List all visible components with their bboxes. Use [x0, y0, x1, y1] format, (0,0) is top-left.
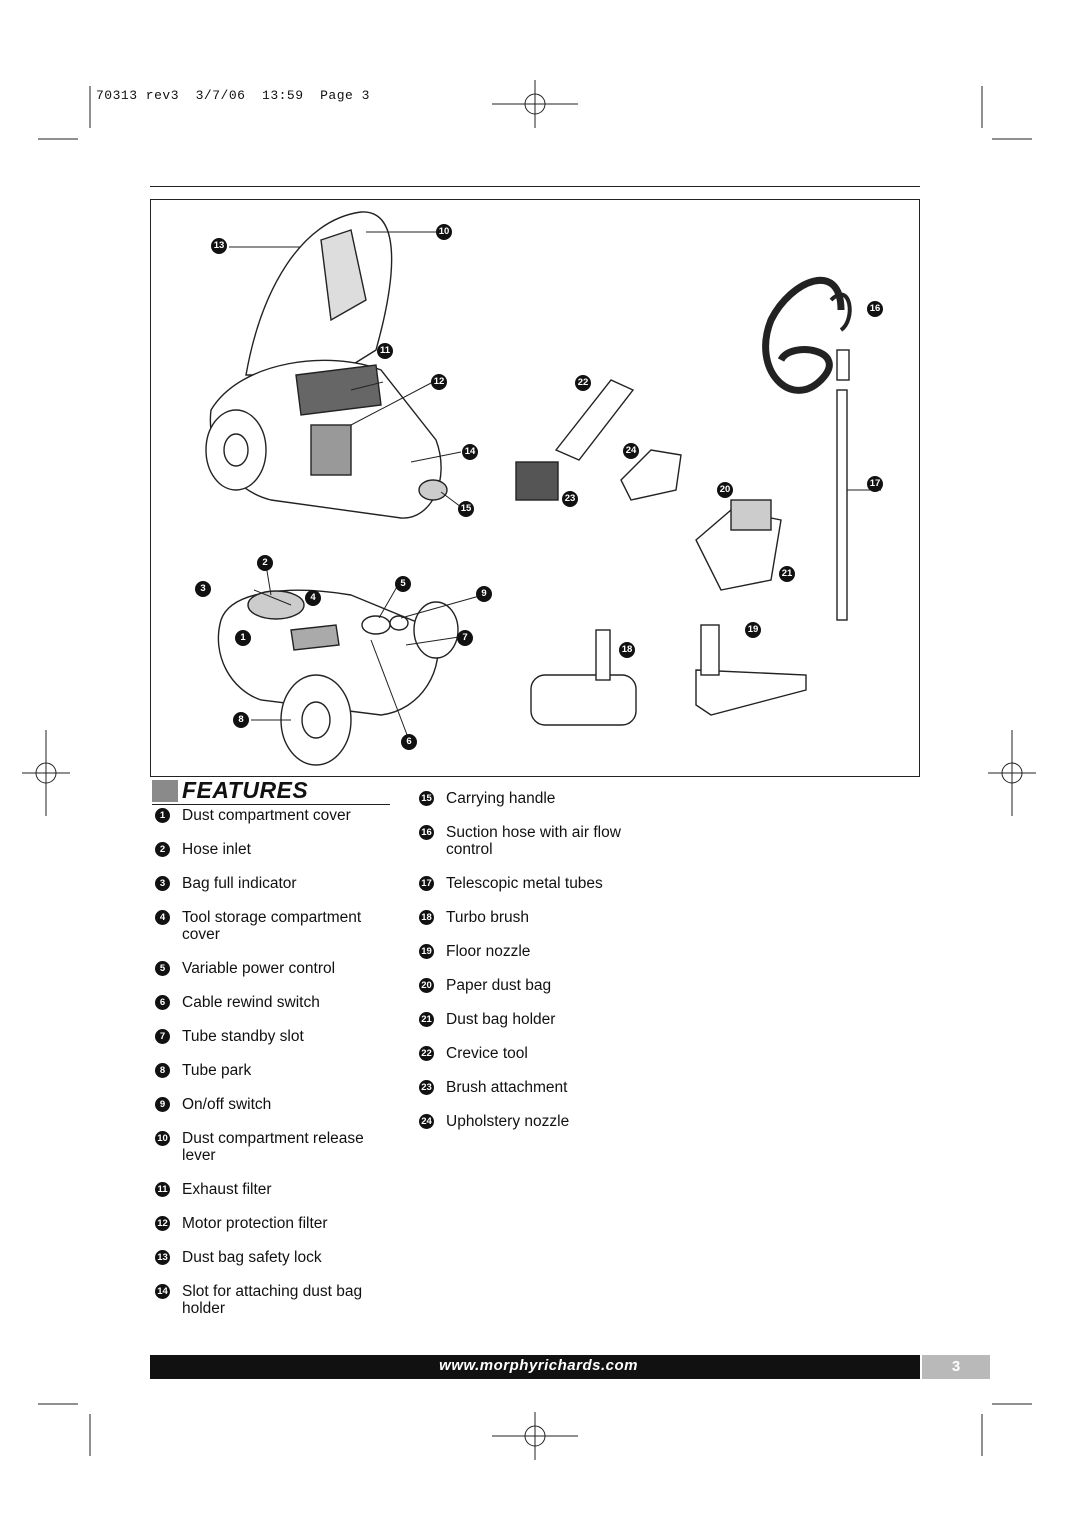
telescopic-tube-shape: [836, 389, 848, 621]
footer-url[interactable]: www.morphyrichards.com: [439, 1357, 638, 1374]
feature-label: Tube standby slot: [182, 1028, 304, 1045]
page-number-box: 3: [922, 1355, 990, 1379]
diagram-callout-11: 11: [377, 343, 393, 359]
diagram-callout-2: 2: [257, 555, 273, 571]
diagram-callout-23: 23: [562, 491, 578, 507]
feature-label: Variable power control: [182, 960, 336, 977]
feature-number: 24: [419, 1114, 434, 1129]
feature-number: 18: [419, 910, 434, 925]
feature-label: Telescopic metal tubes: [446, 875, 603, 892]
feature-number: 7: [155, 1029, 170, 1044]
diagram-callout-22: 22: [575, 375, 591, 391]
diagram-callout-24: 24: [623, 443, 639, 459]
feature-number: 22: [419, 1046, 434, 1061]
feature-label: Hose inlet: [182, 841, 251, 858]
feature-label: On/off switch: [182, 1096, 272, 1113]
feature-number: 6: [155, 995, 170, 1010]
upholstery-nozzle-shape: [620, 449, 682, 501]
diagram-callout-4: 4: [305, 590, 321, 606]
feature-number: 15: [419, 791, 434, 806]
feature-label: Crevice tool: [446, 1045, 528, 1062]
diagram-callout-19: 19: [745, 622, 761, 638]
diagram-callout-6: 6: [401, 734, 417, 750]
diagram-callout-18: 18: [619, 642, 635, 658]
feature-number: 1: [155, 808, 170, 823]
feature-label: Upholstery nozzle: [446, 1113, 570, 1130]
feature-number: 9: [155, 1097, 170, 1112]
diagram-callout-14: 14: [462, 444, 478, 460]
hose-coil-shape: [762, 277, 845, 394]
feature-number: 16: [419, 825, 434, 840]
feature-number: 17: [419, 876, 434, 891]
feature-label: Carrying handle: [446, 790, 556, 807]
diagram-callout-20: 20: [717, 482, 733, 498]
top-rule: [150, 186, 920, 187]
diagram-callout-1: 1: [235, 630, 251, 646]
feature-label: Slot for attaching dust bag holder: [182, 1283, 363, 1317]
feature-number: 10: [155, 1131, 170, 1146]
brush-attachment-shape: [515, 461, 559, 501]
diagram-callout-9: 9: [476, 586, 492, 602]
footer-bar: www.morphyrichards.com: [150, 1355, 920, 1379]
features-heading: FEATURES: [152, 777, 390, 805]
feature-label: Bag full indicator: [182, 875, 297, 892]
product-diagram: 13 10 11 12 14 15 22 24 23 16 17 20 21 1…: [150, 199, 920, 777]
turbo-brush-shape: [530, 674, 637, 726]
feature-number: 21: [419, 1012, 434, 1027]
diagram-callout-17: 17: [867, 476, 883, 492]
diagram-callout-5: 5: [395, 576, 411, 592]
feature-label: Dust compartment cover: [182, 807, 351, 824]
feature-label: Brush attachment: [446, 1079, 568, 1096]
diagram-callout-15: 15: [458, 501, 474, 517]
diagram-callout-13: 13: [211, 238, 227, 254]
diagram-callout-12: 12: [431, 374, 447, 390]
feature-label: Motor protection filter: [182, 1215, 328, 1232]
feature-label: Suction hose with air flow control: [446, 824, 621, 858]
feature-label: Tool storage compartment cover: [182, 909, 362, 943]
feature-label: Dust bag holder: [446, 1011, 556, 1028]
diagram-callout-21: 21: [779, 566, 795, 582]
feature-label: Dust bag safety lock: [182, 1249, 322, 1266]
feature-number: 23: [419, 1080, 434, 1095]
feature-label: Exhaust filter: [182, 1181, 272, 1198]
feature-number: 11: [155, 1182, 170, 1197]
diagram-callout-3: 3: [195, 581, 211, 597]
filter-shape: [310, 424, 352, 476]
feature-number: 5: [155, 961, 170, 976]
feature-number: 19: [419, 944, 434, 959]
feature-number: 3: [155, 876, 170, 891]
crevice-tool-shape: [554, 379, 635, 461]
page-number: 3: [951, 1358, 961, 1375]
feature-number: 12: [155, 1216, 170, 1231]
feature-label: Paper dust bag: [446, 977, 552, 994]
print-header: 70313 rev3 3/7/06 13:59 Page 3: [96, 88, 370, 103]
section-title: FEATURES: [182, 777, 309, 803]
feature-label: Floor nozzle: [446, 943, 531, 960]
floor-nozzle-shape: [695, 669, 807, 716]
open-lid-shape: [245, 211, 393, 376]
feature-label: Turbo brush: [446, 909, 529, 926]
feature-number: 8: [155, 1063, 170, 1078]
feature-label: Tube park: [182, 1062, 252, 1079]
feature-number: 14: [155, 1284, 170, 1299]
diagram-callout-8: 8: [233, 712, 249, 728]
heading-marker: [152, 780, 178, 802]
feature-label: Cable rewind switch: [182, 994, 320, 1011]
vacuum-illustration: [205, 211, 881, 766]
feature-number: 13: [155, 1250, 170, 1265]
diagram-callout-16: 16: [867, 301, 883, 317]
feature-label: Dust compartment release lever: [182, 1130, 364, 1164]
feature-number: 2: [155, 842, 170, 857]
diagram-callout-7: 7: [457, 630, 473, 646]
feature-number: 4: [155, 910, 170, 925]
feature-number: 20: [419, 978, 434, 993]
diagram-callout-10: 10: [436, 224, 452, 240]
